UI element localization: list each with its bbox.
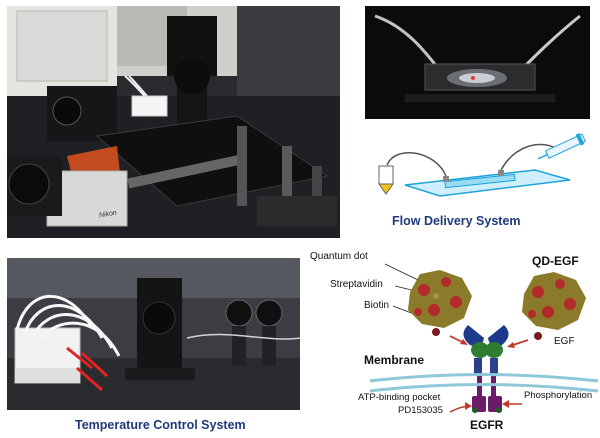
flow-chamber-photo [365,6,590,119]
egf-label: EGF [554,336,575,347]
temperature-control-photo [7,258,300,410]
flow-delivery-caption: Flow Delivery System [392,214,521,228]
microscope-setup-photo: Nikon [7,6,340,238]
phosphorylation-label: Phosphorylation [524,390,593,401]
biotin-label: Biotin [364,300,390,311]
flow-delivery-diagram [365,130,590,210]
egfr-schematic: Quantum dot Streptavidin Biotin QD-EGF E… [300,240,600,438]
right-quantum-dot [522,272,586,330]
egfr-label: EGFR [470,418,504,432]
membrane-label: Membrane [364,353,425,367]
temperature-control-caption: Temperature Control System [75,418,246,432]
left-quantum-dot [408,270,472,328]
atp-binding-pocket-label: ATP-binding pocket [358,392,441,403]
qd-egf-label: QD-EGF [532,254,579,268]
pd153035-label: PD153035 [398,405,443,416]
quantum-dot-label: Quantum dot [310,251,368,262]
streptavidin-label: Streptavidin [330,279,383,290]
egfr-receptor [463,325,509,413]
